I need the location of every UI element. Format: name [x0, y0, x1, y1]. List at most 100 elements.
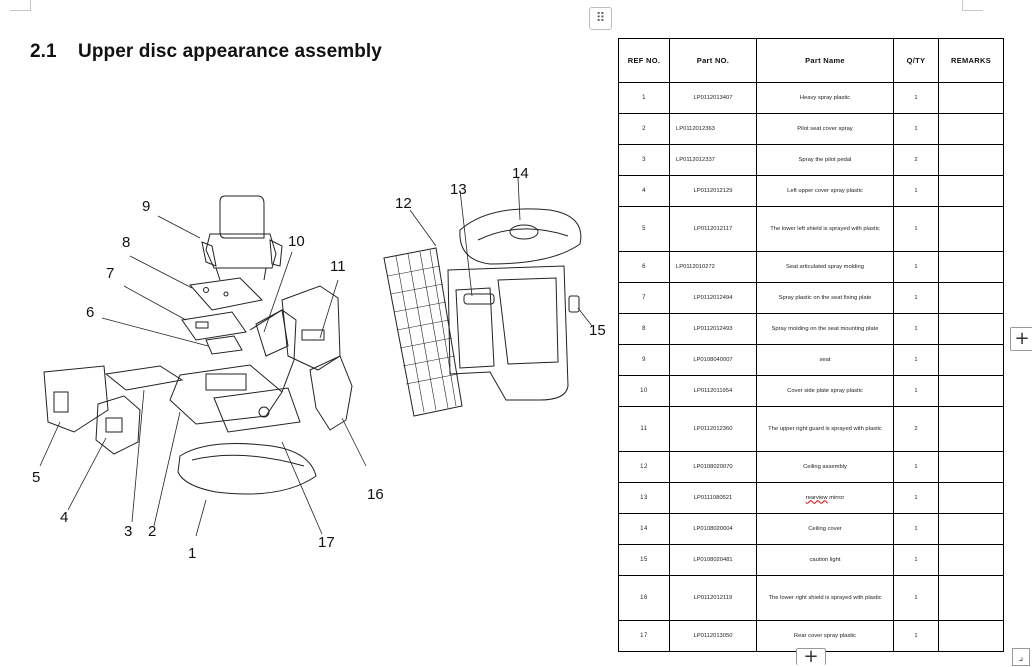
callout-12: 12	[395, 195, 412, 212]
ref-cell: 9	[618, 344, 670, 376]
part-no-cell: LP0112012360	[669, 406, 757, 452]
ref-cell: 11	[618, 406, 670, 452]
cab-frame-drawing	[447, 265, 569, 401]
callout-16: 16	[367, 486, 384, 503]
callout-6: 6	[86, 304, 94, 321]
header-remarks: REMARKS	[938, 38, 1004, 83]
part-name-cell: Left upper cover spray plastic	[756, 175, 894, 207]
part-name-cell: seat	[756, 344, 894, 376]
part-name-cell: Rear cover spray plastic	[756, 620, 894, 652]
table-move-handle-icon[interactable]: ⠿	[589, 7, 612, 30]
rearview-mirror-drawing	[463, 293, 495, 305]
ref-cell: 8	[618, 313, 670, 345]
callout-1: 1	[188, 545, 196, 562]
page-corner-mark-right	[962, 0, 983, 11]
ref-cell: 12	[618, 451, 670, 483]
parts-table: REF NO. Part NO. Part Name Q/TY REMARKS …	[618, 38, 1004, 652]
part-no-cell: LP0112011954	[669, 375, 757, 407]
part-name-cell: Spray plastic on the seat fixing plate	[756, 282, 894, 314]
callout-2: 2	[148, 523, 156, 540]
lower-left-shield-drawing	[43, 365, 109, 433]
ref-cell: 13	[618, 482, 670, 514]
table-row: 14 LP0108020004 Ceiling cover 1	[618, 513, 1004, 545]
seat-articulated-molding-drawing	[205, 335, 243, 355]
remark-cell	[938, 175, 1004, 207]
callout-17: 17	[318, 534, 335, 551]
callout-10: 10	[288, 233, 305, 250]
part-name-cell: The lower left shield is sprayed with pl…	[756, 206, 894, 252]
exploded-view-diagram: 1 2 3 4 5 6 7 8 9 10 11 12 13 14 15 16 1…	[32, 165, 606, 562]
part-name-cell: Spray the pilot pedal	[756, 144, 894, 176]
part-no-cell: LP0112012363	[669, 113, 757, 145]
ref-cell: 14	[618, 513, 670, 545]
header-part-no: Part NO.	[669, 38, 757, 83]
remark-cell	[938, 406, 1004, 452]
part-name-cell: Ceiling cover	[756, 513, 894, 545]
qty-cell: 1	[893, 206, 939, 252]
spellcheck-flagged-word[interactable]: rearview	[805, 494, 828, 501]
remark-cell	[938, 344, 1004, 376]
caution-light-drawing	[568, 295, 580, 313]
remark-cell	[938, 313, 1004, 345]
seat-cover-drawing	[169, 364, 283, 425]
qty-cell: 1	[893, 513, 939, 545]
remark-cell	[938, 375, 1004, 407]
callout-14: 14	[512, 165, 529, 182]
part-no-cell: LP0108020481	[669, 544, 757, 576]
remark-cell	[938, 451, 1004, 483]
section-number: 2.1	[30, 41, 57, 62]
part-no-cell: LP0112010272	[669, 251, 757, 283]
part-name-cell: Cover side plate spray plastic	[756, 375, 894, 407]
part-name-suffix: mirror	[827, 494, 845, 501]
table-row: 10 LP0112011954 Cover side plate spray p…	[618, 375, 1004, 407]
qty-cell: 1	[893, 575, 939, 621]
part-name-cell: Pilot seat cover spray	[756, 113, 894, 145]
ref-cell: 10	[618, 375, 670, 407]
qty-cell: 1	[893, 544, 939, 576]
table-row: 7 LP0112012494 Spray plastic on the seat…	[618, 282, 1004, 314]
header-part-name: Part Name	[756, 38, 894, 83]
part-no-cell: LP0112012494	[669, 282, 757, 314]
callout-4: 4	[60, 509, 68, 526]
callout-9: 9	[142, 198, 150, 215]
qty-cell: 1	[893, 620, 939, 652]
qty-cell: 1	[893, 175, 939, 207]
ref-cell: 3	[618, 144, 670, 176]
remark-cell	[938, 513, 1004, 545]
part-name-cell: The upper right guard is sprayed with pl…	[756, 406, 894, 452]
add-column-button[interactable]: +	[1010, 327, 1032, 351]
heavy-plastic-drawing	[177, 443, 317, 495]
table-row: 15 LP0108020481 caution light 1	[618, 544, 1004, 576]
part-no-cell: LP0112012337	[669, 144, 757, 176]
ref-cell: 15	[618, 544, 670, 576]
rear-cover-drawing	[213, 387, 301, 433]
callout-13: 13	[450, 181, 467, 198]
left-upper-cover-drawing	[95, 395, 141, 455]
qty-cell: 1	[893, 482, 939, 514]
remark-cell	[938, 206, 1004, 252]
seat-fixing-plate-drawing	[181, 311, 247, 341]
callout-11: 11	[330, 258, 346, 275]
table-row: 1 LP0112013407 Heavy spray plastic 1	[618, 82, 1004, 114]
qty-cell: 1	[893, 113, 939, 145]
part-no-cell: LP0112013050	[669, 620, 757, 652]
part-name-cell: The lower right shield is sprayed with p…	[756, 575, 894, 621]
table-row: 3 LP0112012337 Spray the pilot pedal 2	[618, 144, 1004, 176]
table-header-row: REF NO. Part NO. Part Name Q/TY REMARKS	[618, 38, 1004, 83]
add-row-button[interactable]: +	[796, 648, 826, 666]
ref-cell: 7	[618, 282, 670, 314]
ref-cell: 6	[618, 251, 670, 283]
part-no-cell: LP0112012493	[669, 313, 757, 345]
table-row: 6 LP0112010272 Seat articulated spray mo…	[618, 251, 1004, 283]
part-no-cell: LP0108040007	[669, 344, 757, 376]
ref-cell: 2	[618, 113, 670, 145]
remark-cell	[938, 620, 1004, 652]
remark-cell	[938, 575, 1004, 621]
table-row: 8 LP0112012493 Spray molding on the seat…	[618, 313, 1004, 345]
ceiling-assembly-drawing	[383, 247, 463, 417]
callout-8: 8	[122, 234, 130, 251]
qty-cell: 1	[893, 282, 939, 314]
table-resize-handle-icon[interactable]: ⌟	[1012, 648, 1030, 666]
ref-cell: 16	[618, 575, 670, 621]
header-ref-no: REF NO.	[618, 38, 670, 83]
